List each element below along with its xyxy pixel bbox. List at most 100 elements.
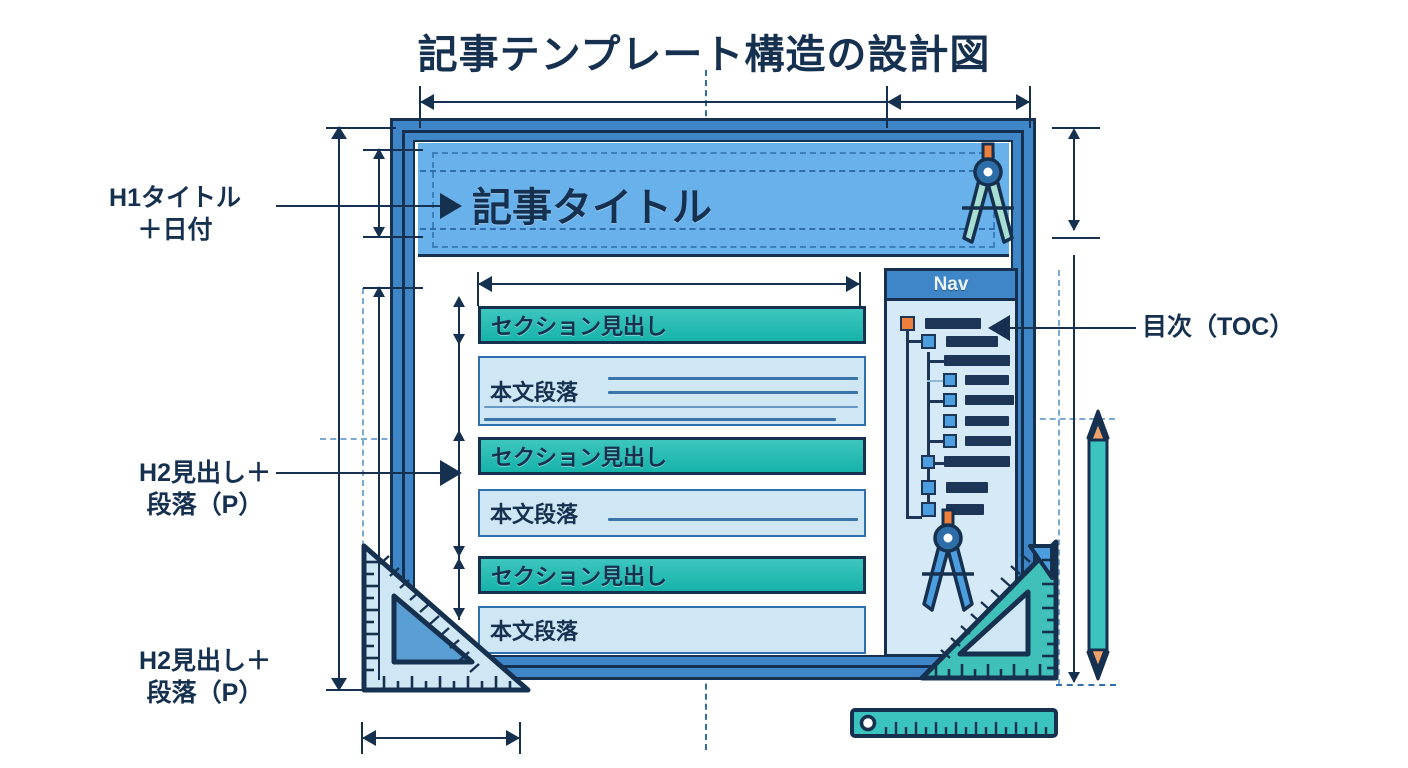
dim-arrow-up	[453, 430, 465, 441]
dim-arrow-right	[1016, 94, 1030, 110]
toc-tree-trunk	[906, 325, 909, 518]
text-line	[484, 406, 858, 408]
dim-arrow-down	[331, 678, 347, 691]
toc-marker[interactable]	[943, 373, 957, 387]
dim-ext-line	[1056, 684, 1116, 686]
set-square-left-icon	[350, 540, 535, 700]
dim-arrow-left	[887, 94, 901, 110]
section-heading-1: セクション見出し	[478, 306, 866, 344]
browser-frame-inner	[402, 130, 1024, 668]
dim-ext-line	[363, 236, 423, 238]
paragraph-block-2-label: 本文段落	[490, 502, 579, 527]
toc-marker[interactable]	[921, 334, 936, 349]
dim-ext-line	[361, 722, 363, 754]
paragraph-block-3-label: 本文段落	[490, 619, 579, 644]
toc-panel-header-label: Nav	[933, 273, 969, 295]
toc-item-bar[interactable]	[946, 504, 984, 515]
callout-h2-2-label: H2見出し＋ 段落（P）	[139, 647, 271, 707]
callout-leader-toc	[1010, 327, 1136, 329]
toc-item-bar[interactable]	[946, 336, 998, 347]
toc-tree-branch	[927, 440, 946, 443]
pencil-icon	[1084, 408, 1112, 682]
article-header-band	[418, 143, 1009, 257]
dim-arrow-up	[331, 126, 347, 139]
guide-vertical-left	[362, 288, 364, 688]
callout-h2-1-label: H2見出し＋ 段落（P）	[139, 459, 271, 519]
text-line	[608, 377, 858, 380]
toc-marker[interactable]	[943, 414, 957, 428]
paragraph-block-1-label: 本文段落	[490, 380, 579, 405]
page-title: 記事テンプレート構造の設計図	[417, 33, 991, 77]
dim-ext-line	[1052, 237, 1100, 239]
toc-item-bar[interactable]	[925, 318, 981, 329]
callout-arrow-h2-1	[440, 460, 462, 486]
guide-vertical-right	[1058, 270, 1060, 685]
dim-left-outer	[338, 128, 340, 690]
toc-item-bar[interactable]	[946, 482, 988, 493]
dim-right-body	[1073, 255, 1075, 682]
callout-toc-label: 目次（TOC）	[1142, 313, 1295, 341]
dim-arrow-up	[453, 558, 465, 569]
text-line	[608, 518, 858, 521]
paragraph-block-3: 本文段落	[478, 606, 866, 654]
straight-ruler-icon	[850, 708, 1058, 740]
dim-ext-line	[363, 149, 423, 151]
dim-ext-line	[326, 127, 396, 129]
toc-item-bar[interactable]	[944, 355, 1010, 366]
dim-top-side	[887, 101, 1030, 103]
toc-tree-trunk-2	[927, 352, 930, 504]
toc-marker[interactable]	[943, 434, 957, 448]
dim-arrow-right	[846, 276, 860, 292]
toc-marker[interactable]	[921, 502, 936, 517]
dim-bottom	[362, 737, 520, 739]
section-heading-2: セクション見出し	[478, 437, 866, 475]
toc-marker[interactable]	[943, 393, 957, 407]
dim-arrow-down	[453, 608, 465, 619]
dim-top-main	[420, 101, 887, 103]
toc-tree-branch	[906, 340, 922, 343]
dim-ext-line	[363, 287, 423, 289]
dim-arrow-left	[478, 276, 492, 292]
header-guide-top	[420, 170, 995, 172]
dim-arrow-up	[453, 296, 465, 307]
toc-marker[interactable]	[921, 480, 936, 495]
dim-content-width	[478, 283, 860, 285]
toc-tree-branch	[927, 380, 946, 382]
callout-arrow-toc	[988, 315, 1010, 341]
text-line	[484, 418, 836, 421]
dim-ext-line	[326, 689, 396, 691]
dim-ext-line	[1029, 86, 1031, 128]
toc-item-bar[interactable]	[965, 375, 1009, 385]
text-line	[608, 391, 858, 394]
section-heading-3: セクション見出し	[478, 556, 866, 594]
toc-item-bar[interactable]	[965, 395, 1014, 405]
dim-arrow-down	[1068, 672, 1080, 683]
dim-ext-line	[1052, 127, 1100, 129]
dim-arrow-down	[453, 334, 465, 345]
toc-marker-orange[interactable]	[900, 316, 915, 331]
dim-arrow-up	[1068, 128, 1080, 139]
toc-tree-branch	[927, 360, 946, 363]
toc-item-bar[interactable]	[965, 416, 1009, 426]
dim-arrow-down	[373, 227, 385, 238]
compass-bottom-icon	[908, 508, 988, 616]
dim-ext-line	[419, 86, 421, 128]
toc-marker[interactable]	[921, 455, 935, 469]
dim-ext-line	[859, 272, 861, 306]
dim-arrow-up	[373, 286, 385, 297]
header-guide-bottom	[420, 228, 995, 230]
dim-left-body	[378, 288, 380, 680]
dim-arrow-left	[362, 730, 376, 746]
toc-tree-branch	[906, 516, 922, 519]
paragraph-block-2: 本文段落	[478, 489, 866, 537]
callout-h1-label: H1タイトル ＋日付	[109, 184, 241, 244]
toc-item-bar[interactable]	[944, 456, 1010, 467]
h1-title-text: 記事タイトル	[472, 186, 712, 230]
toc-tree-branch	[927, 462, 946, 465]
toc-item-bar[interactable]	[965, 436, 1011, 446]
dim-arrow-right	[506, 730, 520, 746]
section-heading-2-label: セクション見出し	[491, 445, 668, 470]
compass-top-icon	[948, 142, 1028, 248]
dim-right-header	[1073, 130, 1075, 230]
